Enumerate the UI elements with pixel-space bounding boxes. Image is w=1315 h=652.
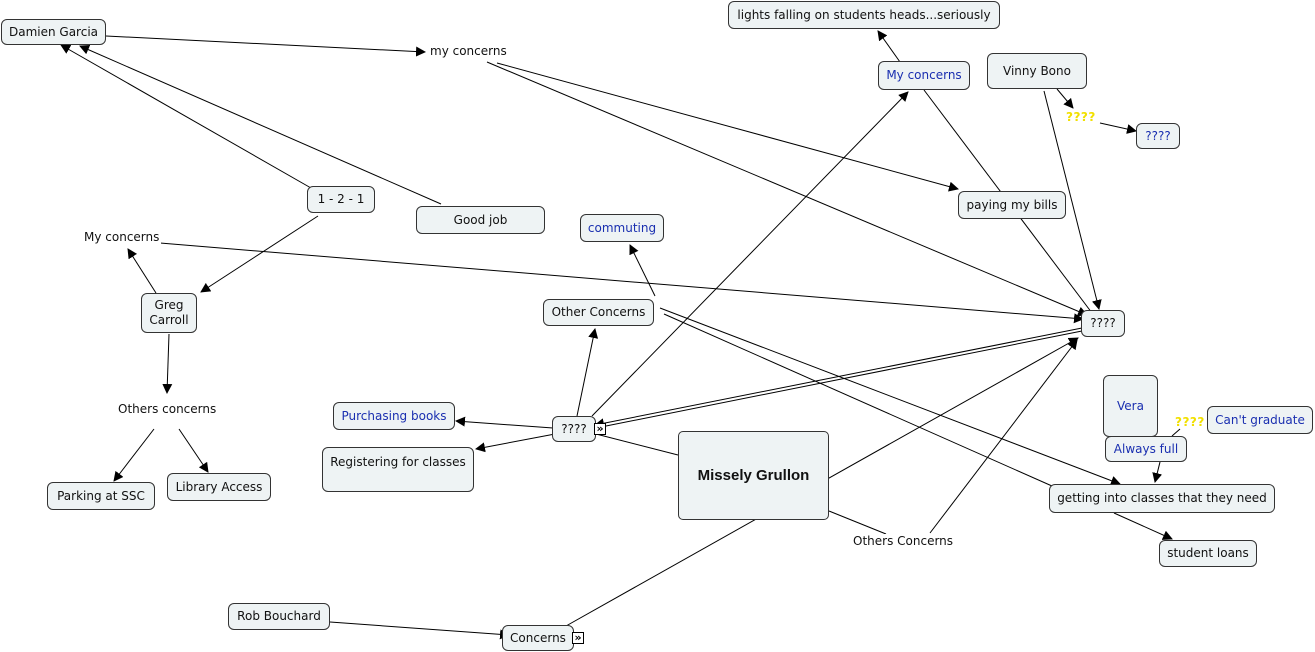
node-always-full[interactable]: Always full [1105, 436, 1187, 462]
link-getting-loans [1113, 512, 1173, 540]
node-parking-at-ssc[interactable]: Parking at SSC [47, 482, 155, 510]
label-others-concerns-left: Others concerns [116, 402, 219, 416]
link-121-damien [60, 44, 312, 189]
node-question-right[interactable]: ???? [1081, 310, 1125, 337]
link-myconcernsblue-lights [877, 30, 901, 63]
node-one-two-one[interactable]: 1 - 2 - 1 [307, 186, 375, 213]
link-qcenter-books [455, 416, 554, 429]
link-121-greg [200, 215, 319, 293]
link-myconcerns-bills [496, 62, 959, 192]
link-qcenter-myconcernsblue [591, 91, 909, 417]
link-missely-othersbottom [828, 510, 887, 535]
node-question-center[interactable]: ???? [552, 416, 596, 442]
node-cant-graduate[interactable]: Can't graduate [1207, 406, 1313, 434]
node-vinny-bono[interactable]: Vinny Bono [987, 53, 1087, 89]
node-damien-garcia[interactable]: Damien Garcia [1, 19, 106, 45]
node-commuting[interactable]: commuting [580, 214, 664, 242]
link-myconcernsleft-q [159, 242, 1084, 324]
link-vinny-qright [1043, 90, 1102, 310]
link-yq-qblue [1099, 122, 1137, 134]
node-purchasing-books[interactable]: Purchasing books [333, 402, 455, 430]
link-qcenter-other [576, 328, 599, 417]
label-my-concerns-top: my concerns [428, 44, 509, 58]
link-greg-others [162, 333, 173, 394]
node-student-loans[interactable]: student loans [1159, 540, 1257, 567]
node-library-access[interactable]: Library Access [167, 473, 271, 501]
node-getting-into-classes[interactable]: getting into classes that they need [1049, 484, 1275, 513]
link-myconcerns-q [486, 61, 1088, 317]
label-question-yellow-vera: ???? [1175, 415, 1205, 429]
expand-icon-center[interactable]: » [594, 423, 606, 435]
link-goodjob-damien [79, 45, 442, 205]
link-others-library [178, 428, 209, 473]
node-rob-bouchard[interactable]: Rob Bouchard [228, 603, 330, 630]
link-always-getting [1152, 461, 1163, 483]
label-others-concerns-bottom: Others Concerns [851, 534, 956, 548]
node-other-concerns[interactable]: Other Concerns [543, 299, 654, 326]
node-vera[interactable]: Vera [1103, 375, 1158, 437]
node-paying-my-bills[interactable]: paying my bills [958, 191, 1066, 219]
node-missely-grullon[interactable]: Missely Grullon [678, 431, 829, 520]
label-question-yellow-vinny: ???? [1066, 110, 1096, 124]
label-my-concerns-left: My concerns [82, 230, 162, 244]
link-greg-myconcerns [127, 248, 157, 294]
link-missely-qcenter [595, 433, 679, 456]
link-damien-myconcerns [105, 35, 426, 57]
link-rob-concerns [329, 621, 510, 640]
link-vinny-yq [1056, 88, 1074, 109]
node-question-blue-top[interactable]: ???? [1136, 123, 1180, 149]
expand-icon-concerns[interactable]: » [572, 632, 584, 644]
node-concerns[interactable]: Concerns [502, 625, 574, 651]
link-qright-qcenter-b [595, 330, 1083, 429]
node-lights-falling[interactable]: lights falling on students heads...serio… [728, 1, 1000, 29]
link-other-getting1 [659, 307, 1121, 486]
node-good-job[interactable]: Good job [416, 206, 545, 234]
link-qcenter-register [475, 433, 556, 453]
node-greg-carroll[interactable]: Greg Carroll [141, 293, 197, 333]
link-other-commuting [629, 244, 656, 297]
link-vera-yq2 [1171, 428, 1181, 437]
link-others-parking [113, 428, 155, 482]
node-registering-for-classes[interactable]: Registering for classes [322, 447, 474, 492]
node-my-concerns-blue[interactable]: My concerns [878, 61, 970, 90]
link-othersbottom-qright [929, 339, 1078, 534]
